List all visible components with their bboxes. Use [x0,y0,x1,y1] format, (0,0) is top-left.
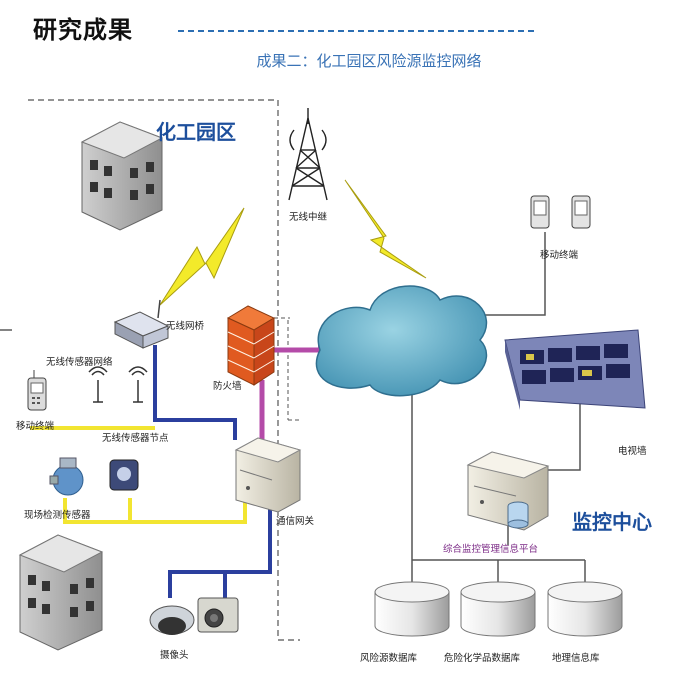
network-cloud-icon [315,285,488,397]
label-gateway: 通信网关 [276,516,315,527]
links [30,232,586,598]
gateway-server-icon [234,437,302,513]
label-sensor-network: 无线传感器网络 [46,357,113,368]
label-camera: 摄像头 [160,650,189,661]
sensor-node-icon [88,366,148,403]
mobile-terminals-icon [530,195,591,229]
field-sensor-icon [49,457,139,496]
camera-icon [149,597,239,635]
office-building-icon [80,121,164,231]
label-db-chem: 危险化学品数据库 [444,653,521,664]
label-platform: 综合监控管理信息平台 [443,544,539,555]
label-wireless-bridge: 无线网桥 [166,321,205,332]
label-db-geo: 地理信息库 [552,653,600,664]
wireless-signal-bolts [159,179,427,306]
label-firewall: 防火墙 [213,381,242,392]
zone-label-park: 化工园区 [156,120,236,144]
label-video-wall: 电视墙 [618,446,647,457]
label-db-risk: 风险源数据库 [360,653,418,664]
header-divider [178,30,534,32]
label-sensor-nodes: 无线传感器节点 [102,433,169,444]
label-field-sensors: 现场检测传感器 [24,510,91,521]
factory-building-icon [18,534,104,651]
zone-label-center: 监控中心 [572,510,652,534]
label-mobile-terminal-left: 移动终端 [16,421,55,432]
radio-tower-icon [288,108,328,201]
park-boundary [28,99,300,641]
label-mobile-terminal-right: 移动终端 [540,250,579,261]
firewall-icon [226,305,276,386]
mobile-phone-icon [27,370,47,411]
label-wireless-relay: 无线中继 [289,212,328,223]
diagram-subtitle: 成果二：化工园区风险源监控网络 [256,52,482,70]
database-icons [374,581,623,637]
section-title: 研究成果 [33,16,133,44]
video-wall-icon [504,329,646,410]
wireless-bridge-icon [113,299,170,349]
platform-server-icon [466,451,550,531]
